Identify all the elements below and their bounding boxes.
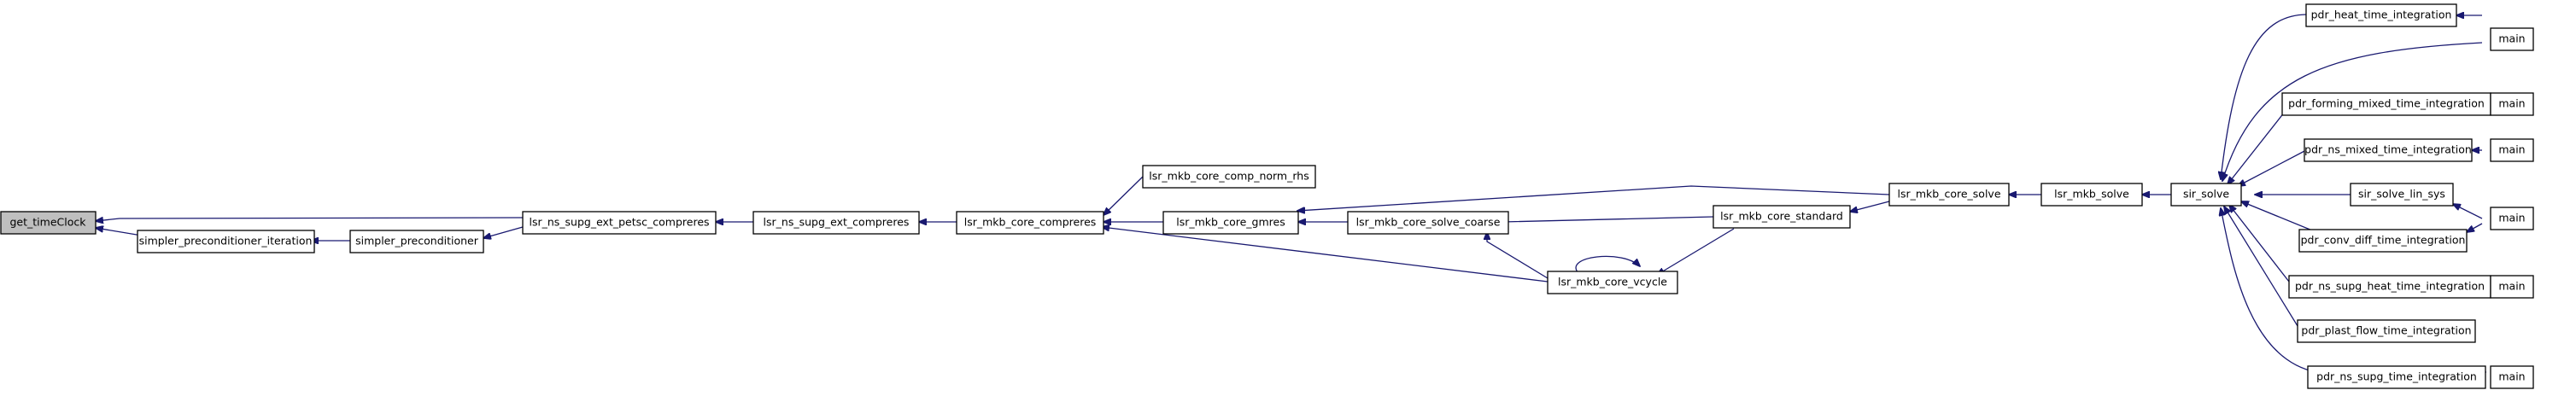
- edge: [1850, 201, 1890, 212]
- node-label: pdr_plast_flow_time_integration: [2301, 324, 2471, 337]
- node-lsr-mkb-core-solve-coarse[interactable]: lsr_mkb_core_solve_coarse: [1347, 211, 1509, 235]
- node-label: lsr_ns_supg_ext_petsc_compreres: [529, 216, 709, 229]
- node-lsr-mkb-solve[interactable]: lsr_mkb_solve: [2040, 183, 2143, 207]
- node-label: main: [2498, 32, 2525, 45]
- node-label: lsr_mkb_core_vcycle: [1558, 276, 1667, 288]
- node-lsr-mkb-core-standard[interactable]: lsr_mkb_core_standard: [1712, 205, 1851, 229]
- edge: [1102, 227, 1549, 282]
- node-label: simpler_preconditioner: [355, 235, 479, 248]
- edge: [2221, 14, 2307, 179]
- edge: [1486, 216, 1714, 222]
- node-label: pdr_conv_diff_time_integration: [2301, 234, 2466, 247]
- node-label: pdr_forming_mixed_time_integration: [2288, 97, 2485, 110]
- edge: [1104, 176, 1144, 215]
- node-main-2[interactable]: main: [2490, 92, 2534, 116]
- node-label: main: [2498, 370, 2525, 383]
- node-simpler-preconditioner-iteration[interactable]: simpler_preconditioner_iteration: [137, 230, 315, 253]
- node-pdr-ns-supg-time-integration[interactable]: pdr_ns_supg_time_integration: [2307, 365, 2486, 389]
- node-label: sir_solve_lin_sys: [2358, 188, 2445, 201]
- node-label: pdr_heat_time_integration: [2311, 9, 2452, 21]
- node-label: main: [2498, 97, 2525, 110]
- node-label: main: [2498, 212, 2525, 224]
- node-main-3[interactable]: main: [2490, 138, 2534, 162]
- node-sir-solve[interactable]: sir_solve: [2170, 183, 2242, 207]
- node-sir-solve-lin-sys[interactable]: sir_solve_lin_sys: [2350, 183, 2454, 207]
- node-label: lsr_mkb_core_solve_coarse: [1356, 216, 1501, 229]
- node-get-timeclock[interactable]: get_timeClock: [0, 211, 97, 235]
- node-lsr-mkb-core-vcycle[interactable]: lsr_mkb_core_vcycle: [1547, 271, 1678, 294]
- node-lsr-mkb-core-solve[interactable]: lsr_mkb_core_solve: [1888, 183, 2010, 207]
- edge: [96, 218, 524, 221]
- node-lsr-mkb-core-compreres[interactable]: lsr_mkb_core_compreres: [956, 211, 1104, 235]
- node-label: lsr_ns_supg_ext_compreres: [764, 216, 910, 229]
- edge: [2222, 42, 2483, 181]
- edge: [2453, 204, 2483, 219]
- node-pdr-ns-mixed-time-integration[interactable]: pdr_ns_mixed_time_integration: [2304, 138, 2473, 162]
- node-label: lsr_mkb_core_solve: [1897, 188, 2000, 201]
- node-pdr-ns-supg-heat-time-integration[interactable]: pdr_ns_supg_heat_time_integration: [2288, 275, 2491, 299]
- node-label: lsr_mkb_solve: [2054, 188, 2129, 201]
- node-pdr-plast-flow-time-integration[interactable]: pdr_plast_flow_time_integration: [2297, 319, 2476, 343]
- edge: [483, 226, 524, 238]
- node-label: pdr_ns_supg_heat_time_integration: [2295, 280, 2485, 293]
- node-main-6[interactable]: main: [2490, 365, 2534, 389]
- node-label: simpler_preconditioner_iteration: [139, 235, 313, 248]
- node-label: get_timeClock: [10, 216, 87, 229]
- edge: [2229, 205, 2290, 282]
- node-label: sir_solve: [2183, 188, 2229, 201]
- node-label: lsr_mkb_core_gmres: [1176, 216, 1285, 229]
- edge: [1575, 255, 1640, 274]
- node-label: lsr_mkb_core_comp_norm_rhs: [1149, 170, 1308, 183]
- node-simpler-preconditioner[interactable]: simpler_preconditioner: [349, 230, 484, 253]
- node-pdr-heat-time-integration[interactable]: pdr_heat_time_integration: [2305, 3, 2457, 27]
- edge: [1487, 232, 1549, 279]
- node-lsr-mkb-core-comp-norm-rhs[interactable]: lsr_mkb_core_comp_norm_rhs: [1142, 165, 1316, 189]
- edge: [2241, 201, 2317, 233]
- node-lsr-mkb-core-gmres[interactable]: lsr_mkb_core_gmres: [1162, 211, 1299, 235]
- node-main-5[interactable]: main: [2490, 275, 2534, 299]
- edge: [2221, 208, 2317, 373]
- node-label: main: [2498, 143, 2525, 156]
- node-lsr-ns-supg-ext-compreres[interactable]: lsr_ns_supg_ext_compreres: [752, 211, 920, 235]
- edge: [2228, 103, 2292, 184]
- node-main-1[interactable]: main: [2490, 27, 2534, 51]
- edge: [1297, 185, 1890, 211]
- edge: [2467, 223, 2483, 232]
- node-lsr-ns-supg-ext-petsc-compreres[interactable]: lsr_ns_supg_ext_petsc_compreres: [522, 211, 717, 235]
- node-label: main: [2498, 280, 2525, 293]
- edge: [2224, 207, 2298, 327]
- node-pdr-conv-diff-time-integration[interactable]: pdr_conv_diff_time_integration: [2298, 229, 2468, 253]
- node-label: pdr_ns_mixed_time_integration: [2304, 143, 2472, 156]
- node-label: pdr_ns_supg_time_integration: [2316, 370, 2477, 383]
- node-pdr-forming-mixed-time-integration[interactable]: pdr_forming_mixed_time_integration: [2281, 92, 2491, 116]
- edge: [2238, 149, 2307, 186]
- edge: [1657, 228, 1735, 275]
- node-label: lsr_mkb_core_compreres: [964, 216, 1097, 229]
- node-main-4[interactable]: main: [2490, 207, 2534, 230]
- node-label: lsr_mkb_core_standard: [1720, 210, 1843, 223]
